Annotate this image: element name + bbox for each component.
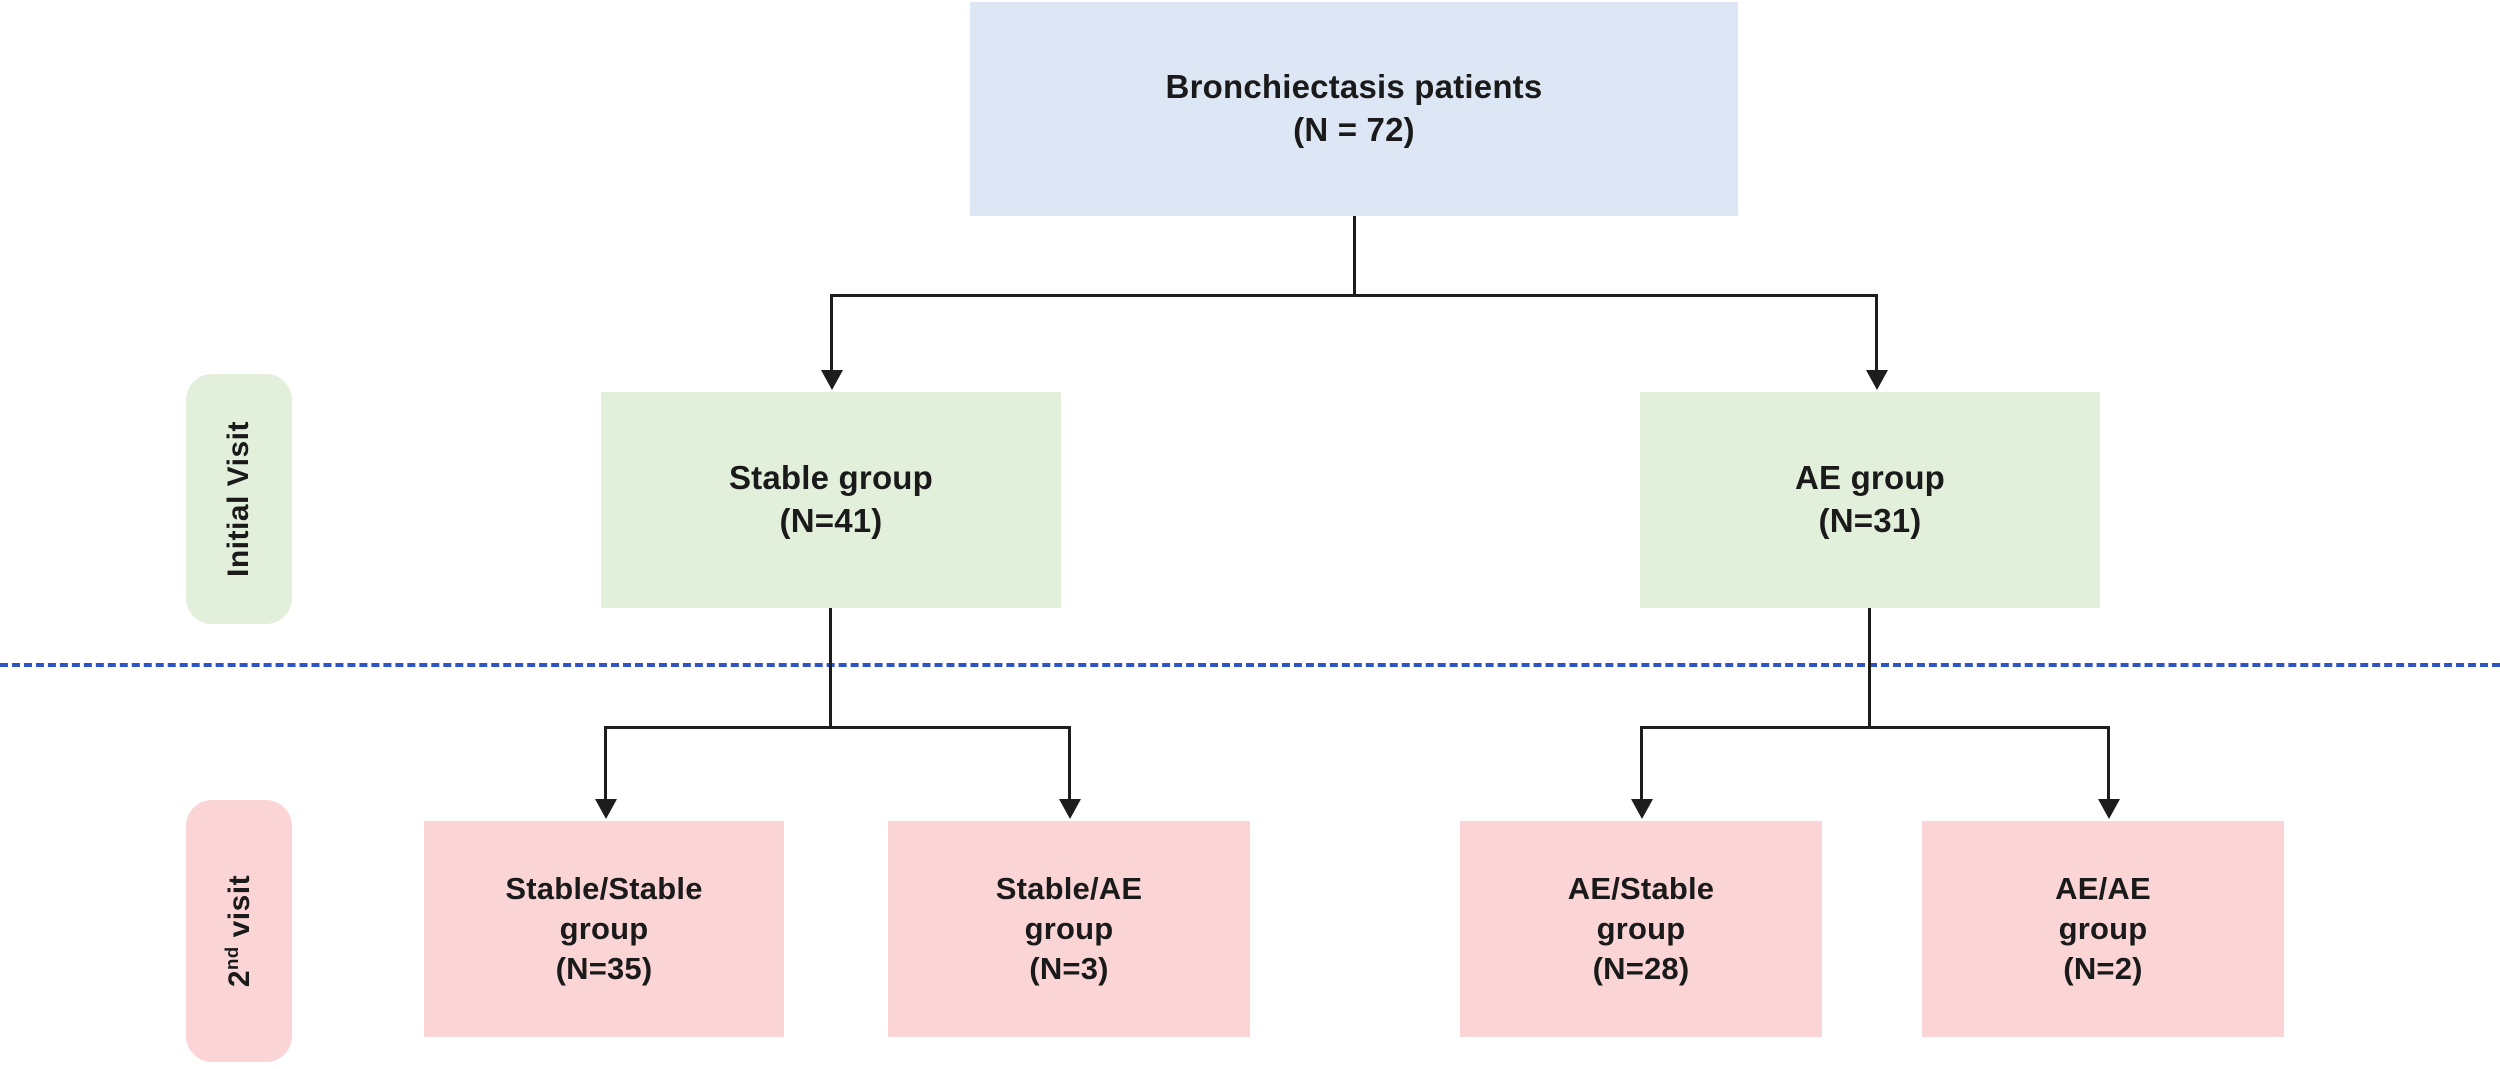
- node-ae-group: AE group (N=31): [1640, 392, 2100, 608]
- visit-divider-line: [0, 663, 2500, 667]
- node-title: Stable/Stable: [505, 870, 703, 906]
- stage-label-rest: visit: [223, 874, 256, 947]
- node-title-second-line: group: [1024, 910, 1114, 946]
- node-ae-ae-group: AE/AE group (N=2): [1922, 821, 2284, 1037]
- node-count: (N=28): [1592, 951, 1690, 987]
- node-title: Stable group: [728, 459, 934, 497]
- arrowhead-to-stable-group: [821, 370, 843, 390]
- node-title-second-line: group: [2058, 910, 2148, 946]
- node-stable-group: Stable group (N=41): [601, 392, 1061, 608]
- stage-label-initial-visit: Initial Visit: [186, 374, 292, 624]
- connector-stable-bus: [604, 726, 1070, 729]
- node-count: (N = 72): [1293, 111, 1415, 148]
- connector-root-bus: [830, 294, 1878, 297]
- node-stable-ae-group: Stable/AE group (N=3): [888, 821, 1250, 1037]
- node-title: Bronchiectasis patients: [1165, 68, 1543, 106]
- node-count: (N=3): [1029, 951, 1109, 987]
- connector-ae-bus: [1640, 726, 2110, 729]
- connector-root-stem: [1353, 216, 1356, 296]
- connector-ae-to-ae-stable: [1640, 726, 1643, 801]
- connector-ae-to-ae-ae: [2107, 726, 2110, 801]
- node-title-second-line: group: [559, 910, 649, 946]
- stage-label-second-visit: 2nd visit: [186, 800, 292, 1062]
- node-count: (N=41): [779, 502, 883, 539]
- arrowhead-to-stable-ae-group: [1059, 799, 1081, 819]
- node-count: (N=35): [555, 951, 653, 987]
- stage-label-ordinal-suffix: nd: [221, 946, 242, 970]
- node-title: AE/Stable: [1567, 870, 1715, 906]
- arrowhead-to-ae-ae-group: [2098, 799, 2120, 819]
- connector-root-to-stable: [830, 294, 833, 372]
- arrowhead-to-stable-stable-group: [595, 799, 617, 819]
- node-title: AE/AE: [2055, 870, 2151, 906]
- connector-root-to-ae: [1875, 294, 1878, 372]
- connector-stable-to-stable-ae: [1068, 726, 1071, 801]
- node-count: (N=2): [2063, 951, 2143, 987]
- node-bronchiectasis-patients: Bronchiectasis patients (N = 72): [970, 2, 1738, 216]
- connector-stable-to-stable-stable: [604, 726, 607, 801]
- connector-ae-stem: [1868, 608, 1871, 728]
- node-count: (N=31): [1818, 502, 1922, 539]
- node-title-second-line: group: [1596, 910, 1686, 946]
- node-title: Stable/AE: [995, 870, 1143, 906]
- node-title: AE group: [1794, 459, 1946, 497]
- connector-stable-stem: [829, 608, 832, 728]
- stage-label-text: Initial Visit: [222, 421, 255, 577]
- node-stable-stable-group: Stable/Stable group (N=35): [424, 821, 784, 1037]
- stage-label-number: 2: [223, 969, 256, 988]
- arrowhead-to-ae-group: [1866, 370, 1888, 390]
- stage-label-text: 2nd visit: [221, 875, 257, 987]
- node-ae-stable-group: AE/Stable group (N=28): [1460, 821, 1822, 1037]
- arrowhead-to-ae-stable-group: [1631, 799, 1653, 819]
